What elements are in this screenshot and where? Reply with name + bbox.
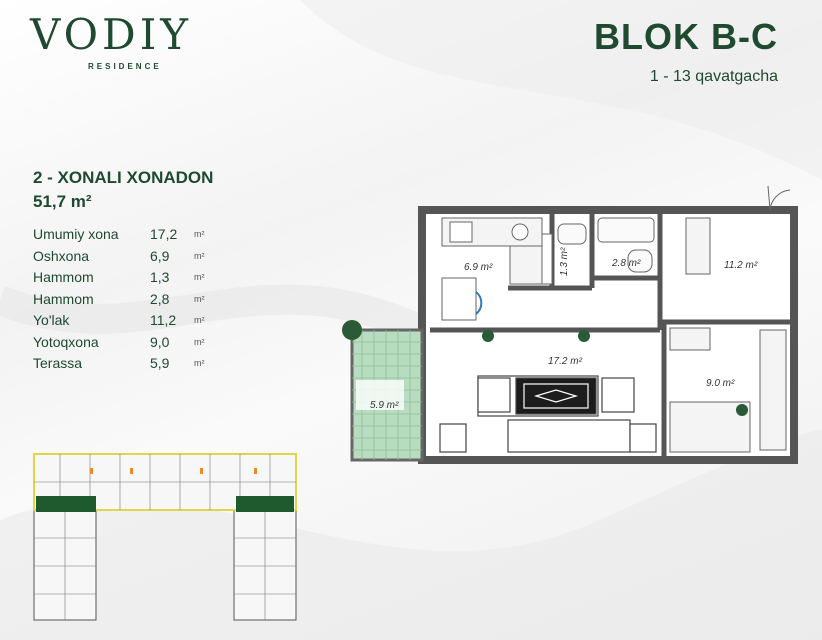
block-floors: 1 - 13 qavatgacha xyxy=(649,68,778,85)
room-value: 2,8 xyxy=(150,290,170,307)
interior-walls xyxy=(430,214,790,456)
room-unit: m² xyxy=(194,293,205,304)
room-value: 6,9 xyxy=(150,247,170,264)
brand-subtitle: RESIDENCE xyxy=(88,62,162,71)
building-key-plan xyxy=(33,453,297,621)
entrance-door-icon xyxy=(767,185,771,211)
label-hall: 11.2 m² xyxy=(724,260,758,271)
room-value: 17,2 xyxy=(150,226,178,242)
room-row: Terassa 5,9 m² xyxy=(33,355,213,377)
room-value: 9,0 xyxy=(150,333,170,350)
room-name: Hammom xyxy=(33,290,94,307)
room-row: Yo'lak 11,2 m² xyxy=(33,312,213,334)
label-bath-small: 1.3 m² xyxy=(559,247,570,276)
brand-logo: VODIY RESIDENCE xyxy=(30,10,210,72)
room-value: 5,9 xyxy=(150,355,170,371)
room-name: Yotoqxona xyxy=(33,333,99,350)
room-unit: m² xyxy=(194,272,205,282)
highlight-left xyxy=(36,496,96,512)
room-unit: m² xyxy=(194,229,205,239)
brand-name: VODIY xyxy=(30,10,193,59)
room-name: Yo'lak xyxy=(33,312,70,328)
room-value: 1,3 xyxy=(150,269,170,285)
room-value: 11,2 xyxy=(150,312,177,328)
room-name: Hammom xyxy=(33,269,94,285)
apartment-title: 2 - XONALI XONADON xyxy=(33,168,214,187)
living-furniture xyxy=(439,375,657,453)
label-bedroom: 9.0 m² xyxy=(706,378,735,389)
label-bath: 2.8 m² xyxy=(611,258,641,269)
room-unit: m² xyxy=(194,315,205,325)
room-list: Umumiy xona 17,2 m² Oshxona 6,9 m² Hammo… xyxy=(33,226,213,377)
label-living: 17.2 m² xyxy=(548,356,583,367)
room-row: Hammom 1,3 m² xyxy=(33,269,213,291)
room-name: Umumiy xona xyxy=(33,226,119,242)
room-unit: m² xyxy=(194,336,205,347)
floor-plan: 6.9 m² 1.3 m² 2.8 m² 11.2 m² 17.2 m² 9.0… xyxy=(342,185,798,464)
block-title: BLOK B-C xyxy=(594,16,778,57)
kitchen-counter xyxy=(441,217,553,285)
room-row: Umumiy xona 17,2 m² xyxy=(33,226,213,248)
highlight-right xyxy=(236,496,294,512)
dining-table xyxy=(441,277,483,321)
room-row: Oshxona 6,9 m² xyxy=(33,248,213,270)
bathroom-fixtures xyxy=(557,217,655,273)
label-terrace: 5.9 m² xyxy=(370,400,399,411)
apartment-area: 51,7 m² xyxy=(33,192,92,211)
room-row: Hammom 2,8 m² xyxy=(33,291,213,313)
room-row: Yotoqxona 9,0 m² xyxy=(33,334,213,356)
room-name: Terassa xyxy=(33,355,83,371)
room-name: Oshxona xyxy=(33,247,90,264)
hall-wardrobe xyxy=(685,217,711,275)
room-unit: m² xyxy=(194,358,205,368)
label-kitchen: 6.9 m² xyxy=(464,262,493,273)
plants xyxy=(342,320,748,416)
room-unit: m² xyxy=(194,250,205,261)
